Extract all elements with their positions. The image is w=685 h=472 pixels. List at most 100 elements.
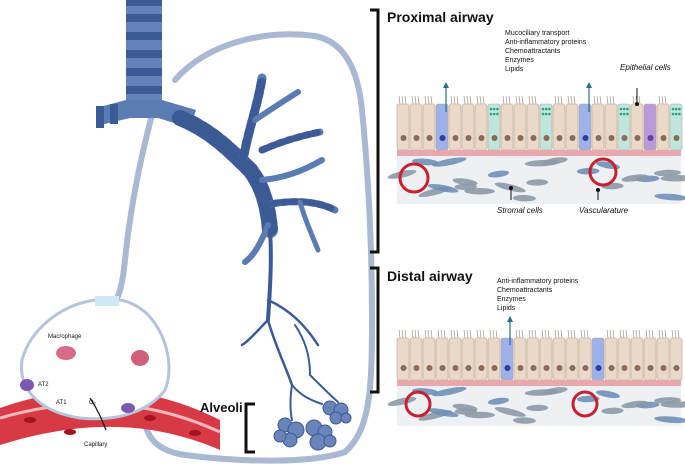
epithelial-cell xyxy=(656,103,670,151)
cell-nucleus xyxy=(660,365,667,371)
epithelial-cell xyxy=(604,337,618,381)
o2-label: O₂ xyxy=(89,400,97,406)
mucus-granule xyxy=(489,107,493,111)
mucus-granule xyxy=(671,107,675,111)
mucus-granule xyxy=(626,107,629,111)
cilia xyxy=(570,329,573,339)
cell-nucleus xyxy=(569,365,576,371)
cell-nucleus xyxy=(400,135,407,141)
cilia xyxy=(414,329,417,339)
cell-nucleus xyxy=(647,365,654,371)
cilia xyxy=(479,95,482,105)
cilia xyxy=(567,329,570,339)
cilia xyxy=(476,329,479,339)
cilia xyxy=(612,329,615,339)
cilia xyxy=(463,329,466,339)
cilia xyxy=(560,95,563,105)
vessel xyxy=(398,162,430,194)
cell-nucleus xyxy=(452,365,459,371)
cell-nucleus xyxy=(504,135,511,141)
cilia xyxy=(508,95,511,105)
cell-nucleus xyxy=(517,365,524,371)
cell-nucleus xyxy=(439,365,446,371)
cilia xyxy=(528,329,531,339)
stromal-cell xyxy=(487,397,510,405)
cilia xyxy=(450,95,453,105)
epithelial-cell xyxy=(604,103,618,151)
cell-nucleus xyxy=(530,365,537,371)
cilia xyxy=(544,329,547,339)
cilia xyxy=(632,329,635,339)
cilia xyxy=(534,329,537,339)
epithelial-cell xyxy=(656,337,670,381)
cilia xyxy=(515,95,518,105)
mucus-granule xyxy=(489,112,493,116)
epithelial-cell xyxy=(630,103,644,151)
cilia xyxy=(651,329,654,339)
epithelial-cell xyxy=(591,103,605,151)
proximal-secretion-item: Lipids xyxy=(505,66,524,73)
cell-nucleus xyxy=(543,365,550,371)
cell-nucleus xyxy=(530,135,537,141)
stromal-cell xyxy=(542,157,568,165)
cilia xyxy=(619,329,622,339)
cell-nucleus xyxy=(634,135,641,141)
distal-secretions-list: Anti-inflammatory proteins Chemoattracta… xyxy=(497,278,579,312)
epithelial-cell xyxy=(474,103,488,151)
mucus-granule xyxy=(619,107,623,111)
proximal-title: Proximal airway xyxy=(387,9,494,25)
epithelial-cell xyxy=(500,103,514,151)
cilia xyxy=(466,329,469,339)
distal-epithelium xyxy=(387,316,685,426)
cell-nucleus xyxy=(426,135,433,141)
cilia xyxy=(635,329,638,339)
cilia xyxy=(677,329,680,339)
cilia xyxy=(606,95,609,105)
stromal-cell xyxy=(464,188,495,195)
stromal-cell xyxy=(654,193,685,201)
epithelial-cell xyxy=(552,103,566,151)
epithelial-cell xyxy=(461,103,475,151)
proximal-secretions-list: Mucociliary transport Anti-inflammatory … xyxy=(505,30,587,73)
epithelial-cell xyxy=(396,337,410,381)
proximal-secretion-item: Chemoattractants xyxy=(505,48,561,55)
cell-nucleus xyxy=(400,365,407,371)
mucus-granule xyxy=(622,107,626,111)
cilia xyxy=(466,95,469,105)
macrophage-label: Macrophage xyxy=(48,334,82,340)
cell-nucleus xyxy=(634,365,641,371)
bronchial-tree xyxy=(172,73,339,421)
cilia xyxy=(411,329,414,339)
epithelial-cell xyxy=(643,337,657,381)
mucus-granule xyxy=(548,112,551,116)
mucus-granule xyxy=(492,107,496,111)
mucus-granule xyxy=(544,112,548,116)
stromal-cell xyxy=(512,417,536,424)
cilia xyxy=(495,329,498,339)
cell-nucleus xyxy=(491,365,498,371)
vessel xyxy=(404,390,432,418)
stromal-cell xyxy=(494,407,526,417)
cell-nucleus xyxy=(413,135,420,141)
mucus-granule xyxy=(548,107,551,111)
cilia xyxy=(404,329,407,339)
cilia xyxy=(414,95,417,105)
epithelial-cell xyxy=(643,103,657,151)
cilia xyxy=(476,95,479,105)
cell-nucleus xyxy=(465,365,472,371)
cilia xyxy=(492,329,495,339)
mucus-granule xyxy=(541,107,545,111)
epithelial-cell xyxy=(578,337,592,381)
mucus-granule xyxy=(671,112,675,116)
distal-secretion-item: Chemoattractants xyxy=(497,287,553,294)
lung-outline xyxy=(140,31,376,464)
epithelial-cell xyxy=(409,337,423,381)
epithelial-cell xyxy=(630,337,644,381)
cilia xyxy=(427,329,430,339)
cilia xyxy=(557,95,560,105)
distal-secretion-item: Lipids xyxy=(497,305,516,312)
cilia xyxy=(638,329,641,339)
cilia xyxy=(521,329,524,339)
cilia xyxy=(593,95,596,105)
